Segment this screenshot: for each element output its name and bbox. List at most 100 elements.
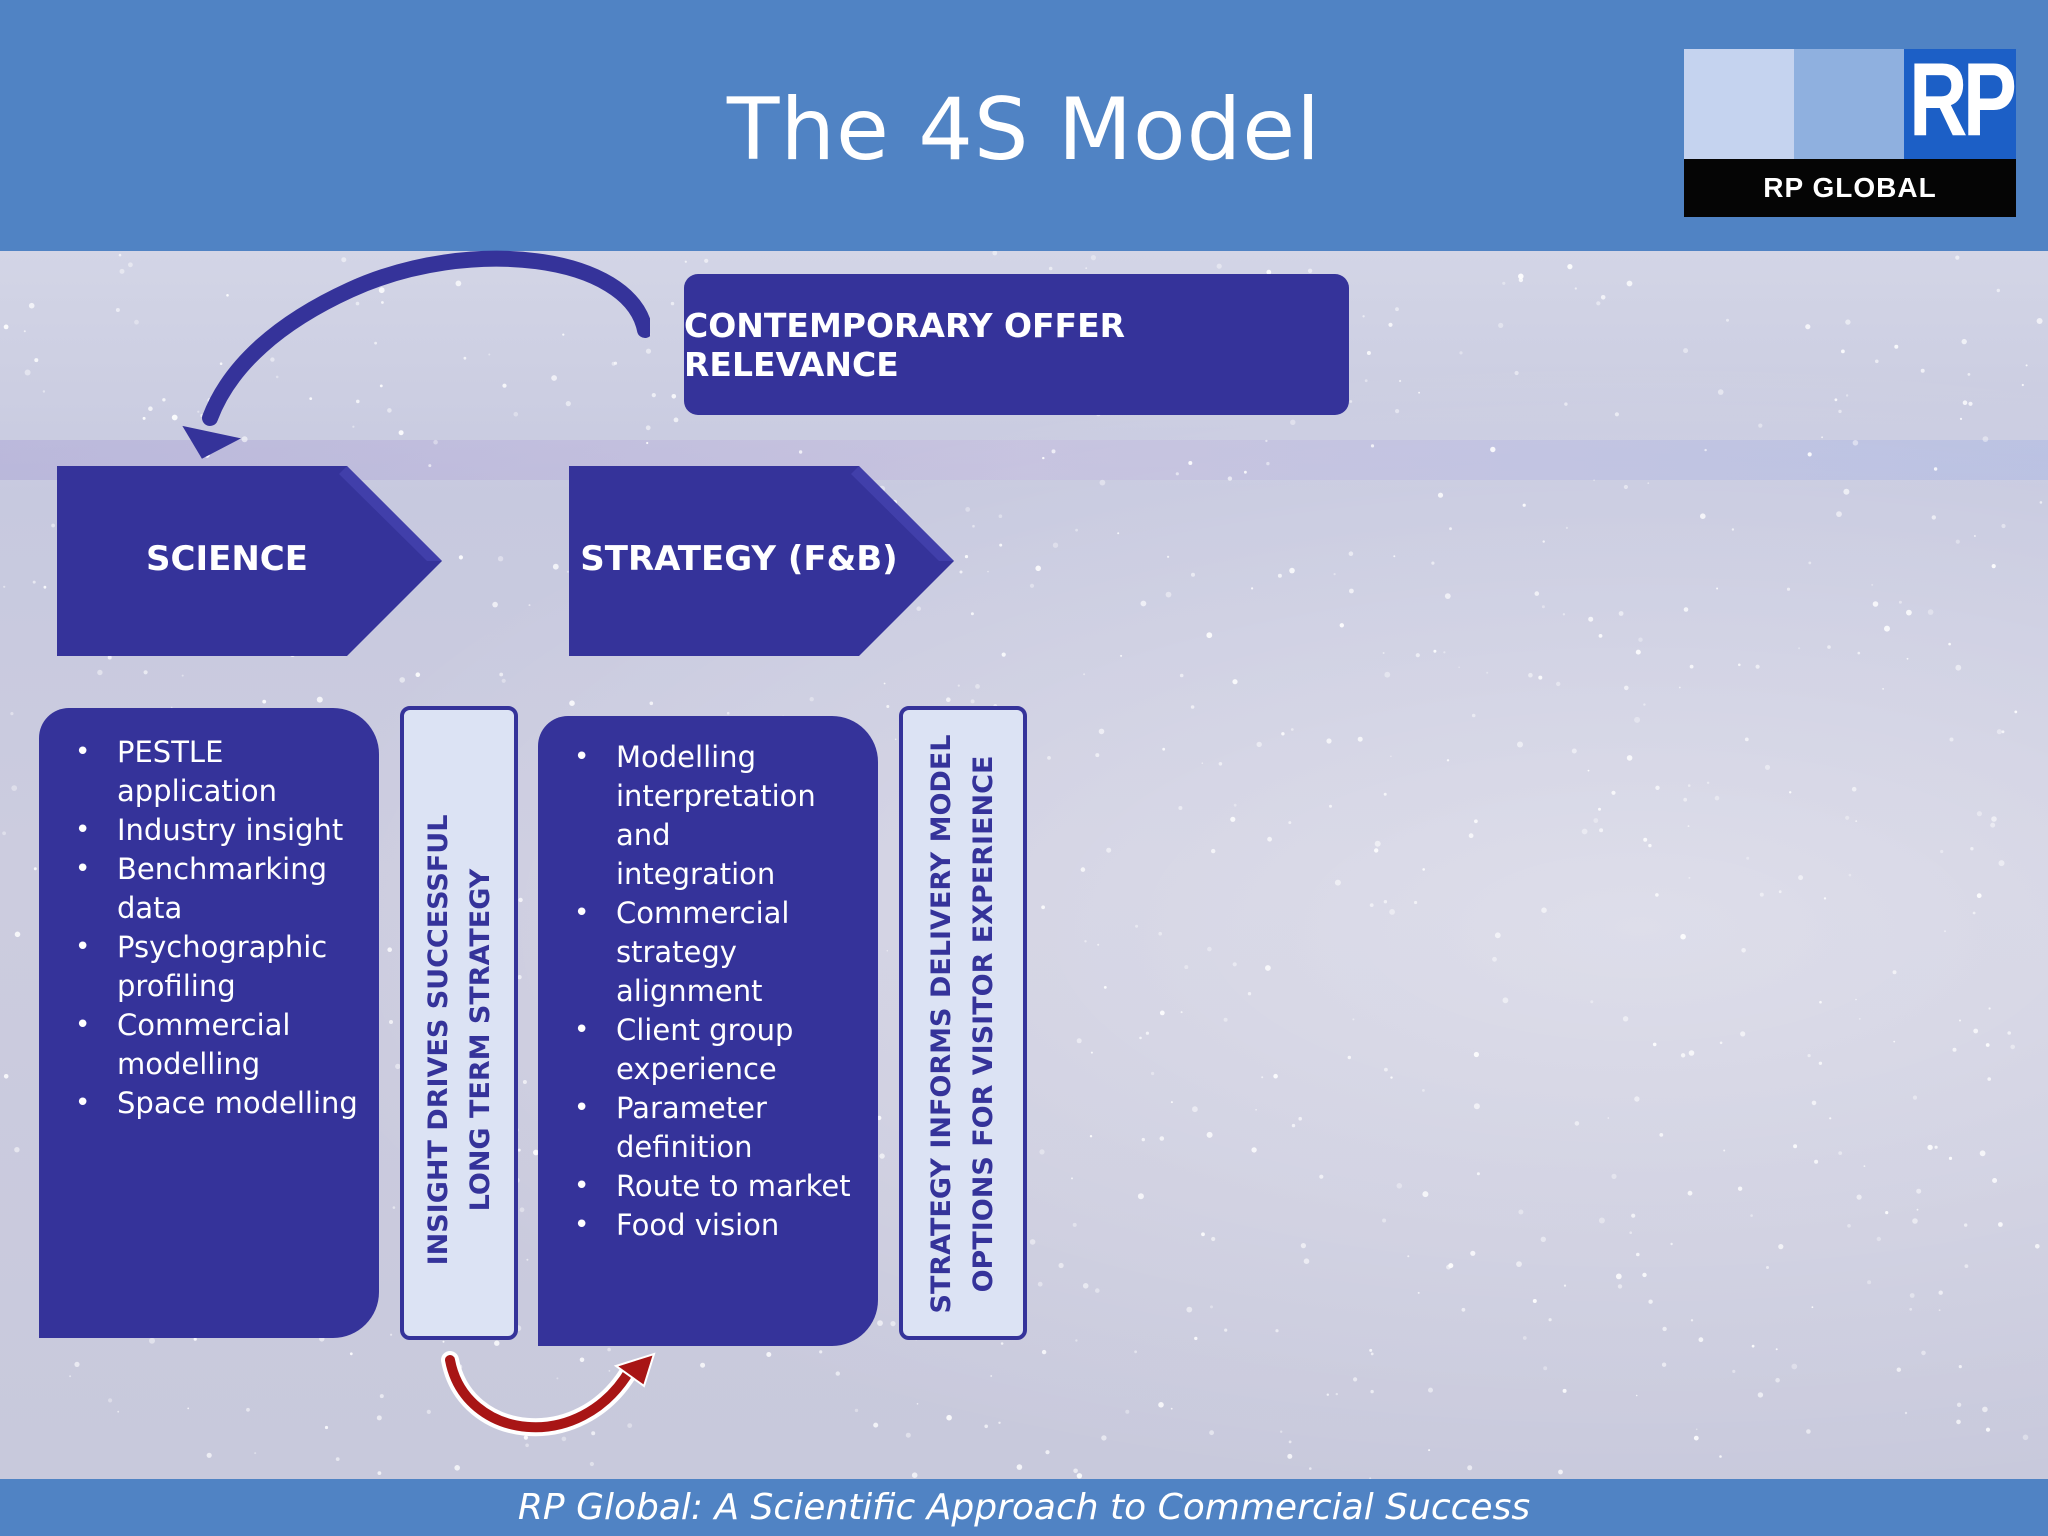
crowd-light	[1838, 1151, 1843, 1155]
crowd-light	[1687, 825, 1690, 827]
list-item: Benchmarking data	[39, 850, 327, 928]
strategy-items-list: Modelling interpretation and integration…	[538, 716, 878, 1245]
crowd-light	[1558, 1469, 1563, 1475]
crowd-light	[970, 699, 975, 704]
crowd-light	[149, 1337, 155, 1344]
crowd-light	[513, 411, 519, 417]
crowd-light	[1090, 1051, 1093, 1054]
crowd-light	[1556, 681, 1561, 687]
crowd-light	[1876, 1236, 1882, 1242]
crowd-light	[241, 436, 248, 443]
crowd-light	[1634, 716, 1641, 723]
crowd-light	[74, 1361, 80, 1367]
crowd-light	[162, 398, 166, 402]
crowd-light	[1695, 1428, 1698, 1431]
crowd-light	[551, 375, 557, 381]
crowd-light	[1798, 647, 1801, 650]
crowd-light	[1964, 1223, 1968, 1227]
crowd-light	[1683, 348, 1689, 354]
crowd-light	[108, 1398, 113, 1403]
crowd-light	[1191, 572, 1195, 577]
crowd-light	[999, 543, 1003, 547]
crowd-light	[270, 357, 275, 362]
crowd-light	[1396, 1183, 1403, 1189]
crowd-light	[1565, 526, 1568, 529]
crowd-light	[1041, 1349, 1047, 1355]
crowd-light	[1206, 1131, 1213, 1138]
crowd-light	[1659, 1133, 1664, 1137]
crowd-light	[1058, 1262, 1064, 1269]
crowd-light	[1349, 400, 1353, 403]
crowd-light	[1793, 1144, 1798, 1149]
crowd-light	[356, 399, 360, 404]
crowd-light	[1437, 492, 1444, 498]
crowd-light	[1170, 1101, 1173, 1104]
crowd-light	[254, 1452, 257, 1455]
crowd-light	[1329, 804, 1332, 808]
crowd-light	[1818, 1061, 1823, 1065]
crowd-light	[1920, 368, 1925, 373]
list-item: PESTLE application	[39, 733, 307, 811]
crowd-light	[1390, 755, 1392, 758]
crowd-light	[1374, 840, 1381, 847]
crowd-light	[1349, 588, 1354, 594]
crowd-light	[1738, 663, 1741, 667]
connector-line: LONG TERM STRATEGY	[465, 868, 496, 1212]
crowd-light	[1807, 1054, 1811, 1058]
list-item: Route to market	[538, 1167, 878, 1206]
crowd-light	[726, 711, 730, 715]
crowd-light	[1275, 1329, 1279, 1333]
crowd-light	[1417, 1291, 1420, 1294]
progress-arrow-icon	[441, 1351, 656, 1437]
crowd-light	[1636, 1252, 1640, 1257]
crowd-light	[1071, 1177, 1073, 1180]
crowd-light	[1746, 856, 1750, 860]
crowd-light	[1642, 1272, 1647, 1278]
crowd-light	[193, 1337, 197, 1341]
crowd-light	[1140, 600, 1147, 607]
crowd-light	[1563, 1284, 1567, 1287]
crowd-light	[1819, 1000, 1822, 1004]
crowd-light	[43, 585, 47, 589]
crowd-light	[1255, 1109, 1257, 1111]
crowd-light	[1750, 1214, 1753, 1217]
crowd-light	[1098, 728, 1105, 735]
crowd-light	[819, 1350, 823, 1354]
crowd-light	[1051, 449, 1056, 454]
crowd-light	[1882, 688, 1884, 690]
crowd-light	[1680, 1053, 1686, 1058]
crowd-light	[1588, 616, 1594, 622]
crowd-light	[1548, 1318, 1552, 1322]
crowd-light	[1909, 1307, 1913, 1311]
crowd-light	[998, 1421, 1001, 1425]
page-title: The 4S Model	[726, 80, 1322, 180]
crowd-light	[335, 1457, 340, 1461]
crowd-light	[646, 441, 649, 445]
crowd-light	[1492, 956, 1497, 962]
crowd-light	[1211, 1236, 1216, 1242]
crowd-light	[1333, 573, 1336, 576]
crowd-light	[1298, 1116, 1302, 1121]
crowd-light	[1617, 1284, 1623, 1289]
crowd-light	[1095, 1288, 1100, 1293]
crowd-light	[23, 330, 26, 333]
crowd-light	[579, 1357, 585, 1363]
crowd-light	[946, 697, 951, 702]
crowd-light	[1428, 1387, 1433, 1393]
crowd-light	[3, 1074, 9, 1079]
crowd-light	[1052, 542, 1059, 548]
crowd-light	[377, 1471, 382, 1475]
crowd-light	[1037, 1281, 1043, 1287]
crowd-light	[1170, 1407, 1173, 1410]
crowd-light	[32, 580, 36, 584]
crowd-light	[1852, 440, 1859, 446]
crowd-light	[1251, 1147, 1257, 1153]
crowd-light	[1574, 1121, 1580, 1126]
crowd-light	[1534, 591, 1540, 596]
crowd-light	[1395, 307, 1399, 312]
crowd-light	[591, 1431, 596, 1436]
crowd-light	[392, 1206, 396, 1209]
list-item: Parameter definition	[538, 1089, 806, 1167]
crowd-light	[1976, 893, 1982, 899]
crowd-light	[381, 301, 384, 304]
